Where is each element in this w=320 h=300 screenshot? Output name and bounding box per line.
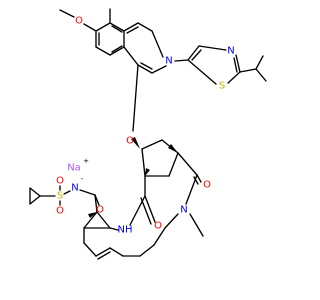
n-methyl-nitrogen-label: N	[180, 205, 187, 216]
bond-mc6-inner	[97, 251, 111, 260]
bond-quin-b3	[109, 46, 125, 56]
sulfonamide-nitrogen-label: N	[71, 183, 78, 194]
chemical-structure-diagram: O N N S O Na + N - S O O O NH O O N	[29, 8, 267, 260]
bond-cp-amide-o	[196, 174, 202, 183]
bond-scpr1	[29, 187, 41, 197]
sulfonyl-oxygen-top-label: O	[56, 176, 64, 187]
bond-quin-p3	[151, 30, 164, 58]
acylsulfonamide-oxygen-label: O	[96, 205, 104, 216]
bond-lactam-nh	[129, 195, 146, 226]
stereo-wedges	[88, 137, 178, 218]
bond-cp-amide-c	[177, 152, 198, 176]
bond-quin-b5-inner	[111, 25, 123, 33]
bond-thz1	[187, 45, 200, 61]
bond-cp3	[168, 152, 179, 177]
bond-quin-p2	[137, 22, 153, 32]
thiazole-sulfur-label: S	[219, 81, 225, 92]
macrocycle-nh-label: NH	[118, 225, 133, 236]
sodium-ion-label: Na	[67, 163, 81, 174]
bond-quin-b3-inner	[111, 45, 123, 53]
bond-mc7	[83, 242, 97, 257]
bond-mc3	[139, 244, 155, 257]
sulfonyl-sulfur-label: S	[57, 191, 63, 202]
bond-quin-p5	[137, 64, 153, 74]
bond-quin-p6	[123, 46, 139, 66]
ether-oxygen-label: O	[126, 136, 134, 147]
wedge-cp-hash	[168, 144, 178, 153]
bond-cp5	[141, 148, 146, 177]
sulfonyl-oxygen-bottom-label: O	[56, 206, 64, 217]
bond-lactam-co2	[140, 197, 152, 225]
bond-thz4	[227, 71, 241, 84]
bond-quin-c4-o	[132, 64, 139, 132]
bond-quin-b5	[109, 22, 125, 32]
bond-amide-n	[185, 174, 198, 205]
thiazole-nitrogen-label: N	[227, 46, 234, 57]
bond-quin-b2	[95, 46, 111, 56]
wedge-ether	[131, 137, 140, 149]
bond-acyl-n	[79, 189, 96, 196]
sodium-charge: +	[83, 157, 89, 165]
wedge-cpr	[88, 212, 97, 218]
wedge-lactam	[145, 168, 150, 176]
bond-thz3	[235, 54, 241, 73]
bond-quin-p1	[123, 22, 139, 32]
bond-network	[29, 8, 267, 260]
bond-nh-cpr	[109, 227, 119, 231]
bond-acyl-c	[94, 194, 98, 213]
bond-cp1	[141, 139, 163, 150]
atom-labels: O N N S O Na + N - S O O O NH O O N	[56, 16, 235, 236]
bond-lactam-co	[144, 195, 156, 223]
sulfonamide-charge: -	[81, 175, 84, 183]
bond-mc2	[153, 227, 166, 246]
bond-quin-p1-inner	[126, 26, 139, 34]
bond-quin-thiazole	[174, 59, 189, 62]
bond-cp-amide-o2	[193, 176, 199, 185]
bond-quin-p4	[151, 65, 167, 74]
cyclopentane-amide-oxygen-label: O	[203, 180, 211, 191]
bond-mc1	[164, 213, 179, 229]
bond-thz2	[198, 45, 227, 51]
bond-iso3	[255, 68, 267, 82]
bond-acyl-co	[94, 194, 100, 206]
bond-n-methyl	[189, 213, 204, 237]
bond-thz5	[187, 59, 217, 85]
methoxy-oxygen-label: O	[75, 16, 83, 27]
bond-mc5	[109, 247, 124, 257]
bond-iso2	[255, 55, 264, 70]
lactam-oxygen-label: O	[154, 221, 162, 232]
bond-cpr2	[83, 211, 98, 229]
bond-iso1	[239, 68, 257, 73]
bond-quin-b6	[95, 22, 111, 32]
bond-thz3-inner	[233, 57, 238, 73]
bond-mc6	[95, 247, 111, 257]
bond-methoxy-o-aryl	[83, 23, 97, 32]
bond-scpr3	[29, 195, 41, 205]
bond-quin-p5-inner	[140, 62, 153, 70]
bond-methoxy-methyl	[59, 9, 75, 18]
bond-sul-n	[63, 190, 71, 195]
bond-cpr3	[96, 211, 111, 229]
quinoline-nitrogen-label: N	[165, 56, 172, 67]
bond-thz1-inner	[191, 49, 202, 61]
